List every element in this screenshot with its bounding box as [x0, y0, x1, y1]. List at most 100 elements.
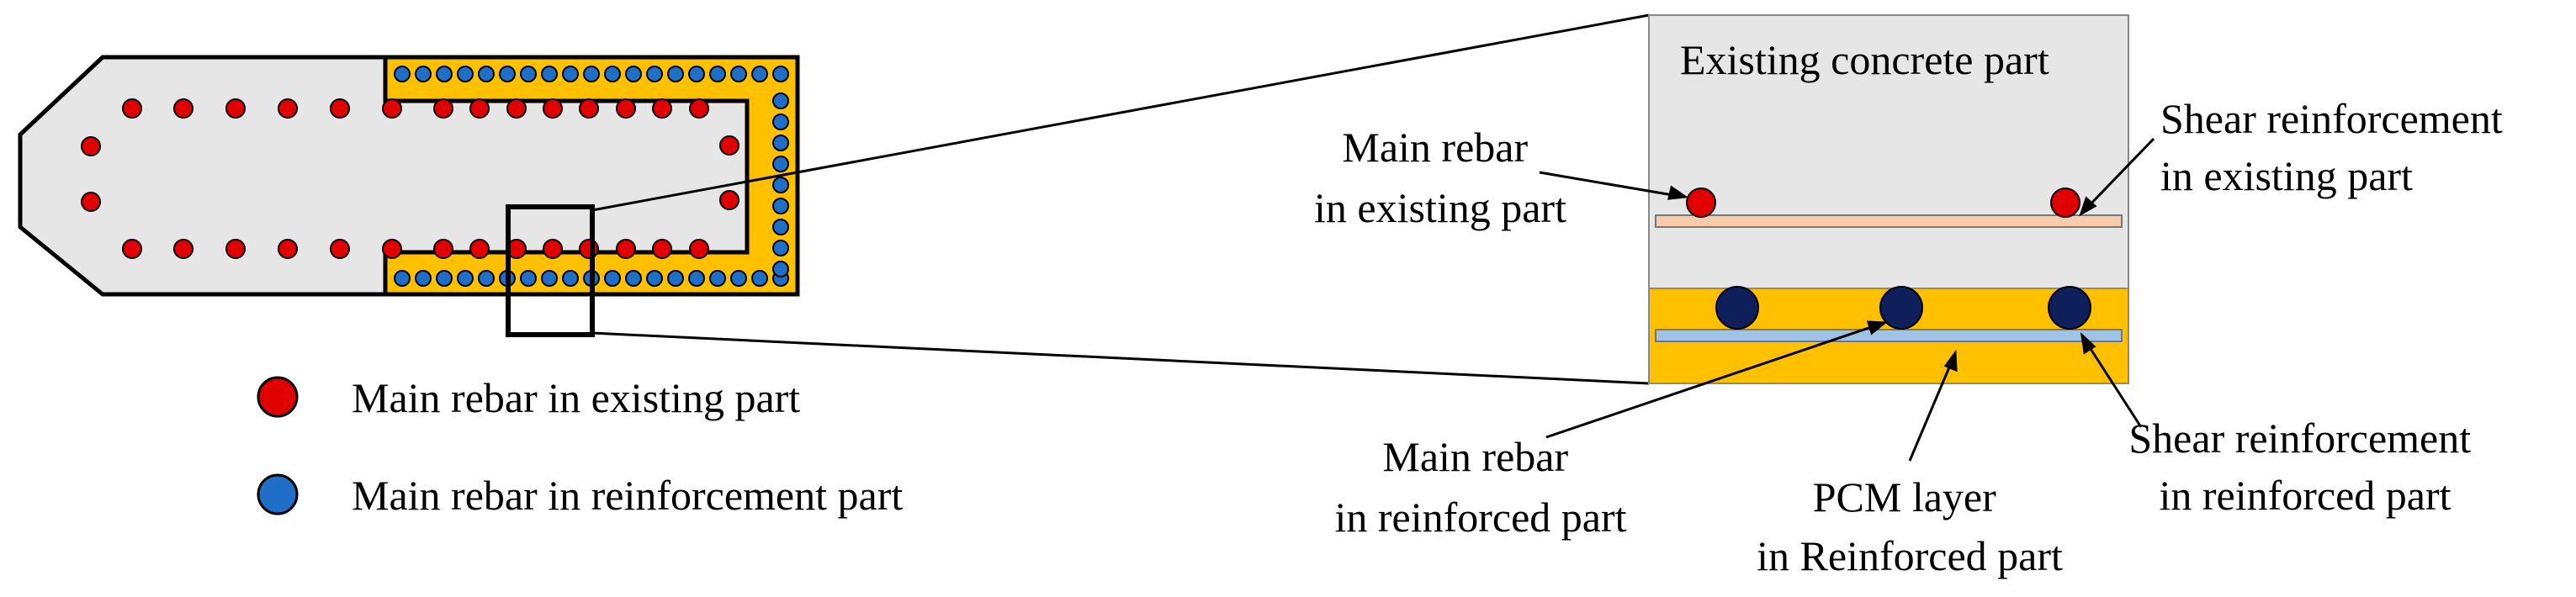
reinforcement-rebar — [436, 66, 453, 82]
detail-reinforced-rebar — [1879, 286, 1923, 330]
existing-rebar — [278, 239, 298, 259]
zoom-line-top — [591, 13, 1650, 212]
existing-rebar — [469, 98, 490, 119]
reinforcement-rebar — [520, 270, 537, 287]
reinforcement-rebar — [646, 66, 663, 82]
callout-labels: Main rebar in existing part Shear reinfo… — [1314, 95, 2513, 579]
legend-existing-rebar-icon — [257, 376, 299, 418]
existing-rebar — [689, 239, 709, 259]
existing-rebar — [543, 239, 563, 259]
reinforcement-rebar — [751, 270, 768, 287]
reinforcement-rebar — [772, 135, 789, 151]
existing-rebar — [543, 98, 563, 119]
reinforcement-rebar — [436, 270, 453, 287]
reinforcement-rebar — [478, 66, 495, 82]
existing-rebar — [469, 239, 490, 259]
arrowhead-icon — [1866, 320, 1889, 335]
existing-rebar — [330, 98, 350, 119]
reinforcement-rebar — [772, 114, 789, 130]
arrow-shear-existing — [2083, 137, 2155, 212]
reinforcement-rebar — [415, 66, 432, 82]
reinforcement-rebar — [772, 66, 789, 82]
callout-arrows — [1539, 137, 2155, 462]
existing-rebar — [382, 98, 402, 119]
legend-reinforcement-rebar-icon — [257, 473, 299, 515]
existing-rebar — [330, 239, 350, 259]
legend-reinforcement-label: Main rebar in reinforcement part — [352, 472, 903, 519]
reinforcement-rebar — [730, 270, 747, 287]
detail-selection-box — [506, 204, 595, 337]
reinforcement-rebar — [772, 177, 789, 193]
reinforcement-rebar-group — [394, 66, 789, 287]
existing-rebar — [579, 98, 599, 119]
detail-existing-rebar — [2050, 188, 2080, 218]
existing-rebar — [81, 136, 101, 156]
label-shear-reinforced: Shear reinforcement in reinforced part — [2128, 415, 2481, 519]
arrow-shear-reinforced — [2083, 339, 2143, 428]
detail-existing-rebar — [1686, 188, 1716, 218]
legend-existing-label: Main rebar in existing part — [352, 374, 800, 421]
existing-rebar — [173, 239, 193, 259]
reinforcement-rebar — [751, 66, 768, 82]
existing-rebar — [225, 98, 246, 119]
detail-view: Existing concrete part — [1648, 14, 2129, 384]
reinforcement-rebar — [499, 66, 516, 82]
reinforcement-rebar — [709, 66, 726, 82]
reinforcement-rebar — [604, 270, 621, 287]
reinforcement-rebar — [772, 92, 789, 109]
arrow-main-rebar-existing — [1539, 171, 1683, 198]
label-shear-existing: Shear reinforcement in existing part — [2160, 95, 2513, 199]
existing-rebar — [122, 239, 142, 259]
reinforcement-rebar — [688, 270, 705, 287]
reinforcement-rebar — [394, 270, 411, 287]
existing-rebar — [719, 190, 739, 210]
reinforcement-rebar — [772, 219, 789, 235]
arrowhead-icon — [1667, 185, 1689, 200]
existing-rebar-group — [81, 98, 739, 259]
reinforcement-rebar — [625, 270, 642, 287]
label-pcm-layer: PCM layer in Reinforced part — [1757, 473, 2063, 579]
existing-rebar — [382, 239, 402, 259]
existing-rebar — [719, 135, 739, 156]
existing-rebar — [506, 98, 527, 119]
existing-rebar — [122, 98, 142, 119]
existing-rebar — [433, 239, 453, 259]
legend: Main rebar in existing part Main rebar i… — [257, 374, 903, 519]
reinforcement-rebar — [688, 66, 705, 82]
cross-section — [18, 55, 800, 337]
arrowhead-icon — [2080, 331, 2096, 355]
reinforcement-rebar — [772, 240, 789, 256]
detail-reinforced-rebar — [1715, 286, 1759, 330]
reinforced-shear-bar — [1655, 329, 2123, 342]
reinforcement-rebar — [541, 270, 558, 287]
arrowhead-icon — [2079, 196, 2097, 217]
reinforcement-rebar — [478, 270, 495, 287]
reinforcement-rebar — [415, 270, 432, 287]
existing-rebar — [652, 98, 672, 119]
existing-rebar — [81, 192, 101, 212]
zoom-line-bottom — [591, 331, 1650, 385]
reinforcement-rebar — [604, 66, 621, 82]
reinforcement-rebar — [394, 66, 411, 82]
reinforcement-rebar — [562, 66, 579, 82]
existing-rebar — [616, 98, 636, 119]
reinforcement-rebar — [541, 66, 558, 82]
reinforcement-rebar — [457, 66, 474, 82]
existing-shear-bar — [1655, 214, 2123, 228]
reinforcement-rebar — [730, 66, 747, 82]
reinforcement-rebar — [457, 270, 474, 287]
reinforcement-rebar — [625, 66, 642, 82]
existing-rebar — [652, 239, 672, 259]
reinforcement-rebar — [520, 66, 537, 82]
reinforcement-rebar — [772, 156, 789, 172]
reinforcement-rebar — [772, 261, 789, 277]
arrow-pcm-layer — [1908, 357, 1955, 462]
detail-reinforced-rebar — [2048, 286, 2091, 330]
reinforcement-rebar — [667, 66, 684, 82]
reinforcement-rebar — [583, 66, 600, 82]
existing-rebar — [225, 239, 246, 259]
existing-rebar — [278, 98, 298, 119]
existing-rebar — [579, 239, 599, 259]
reinforcement-rebar — [709, 270, 726, 287]
